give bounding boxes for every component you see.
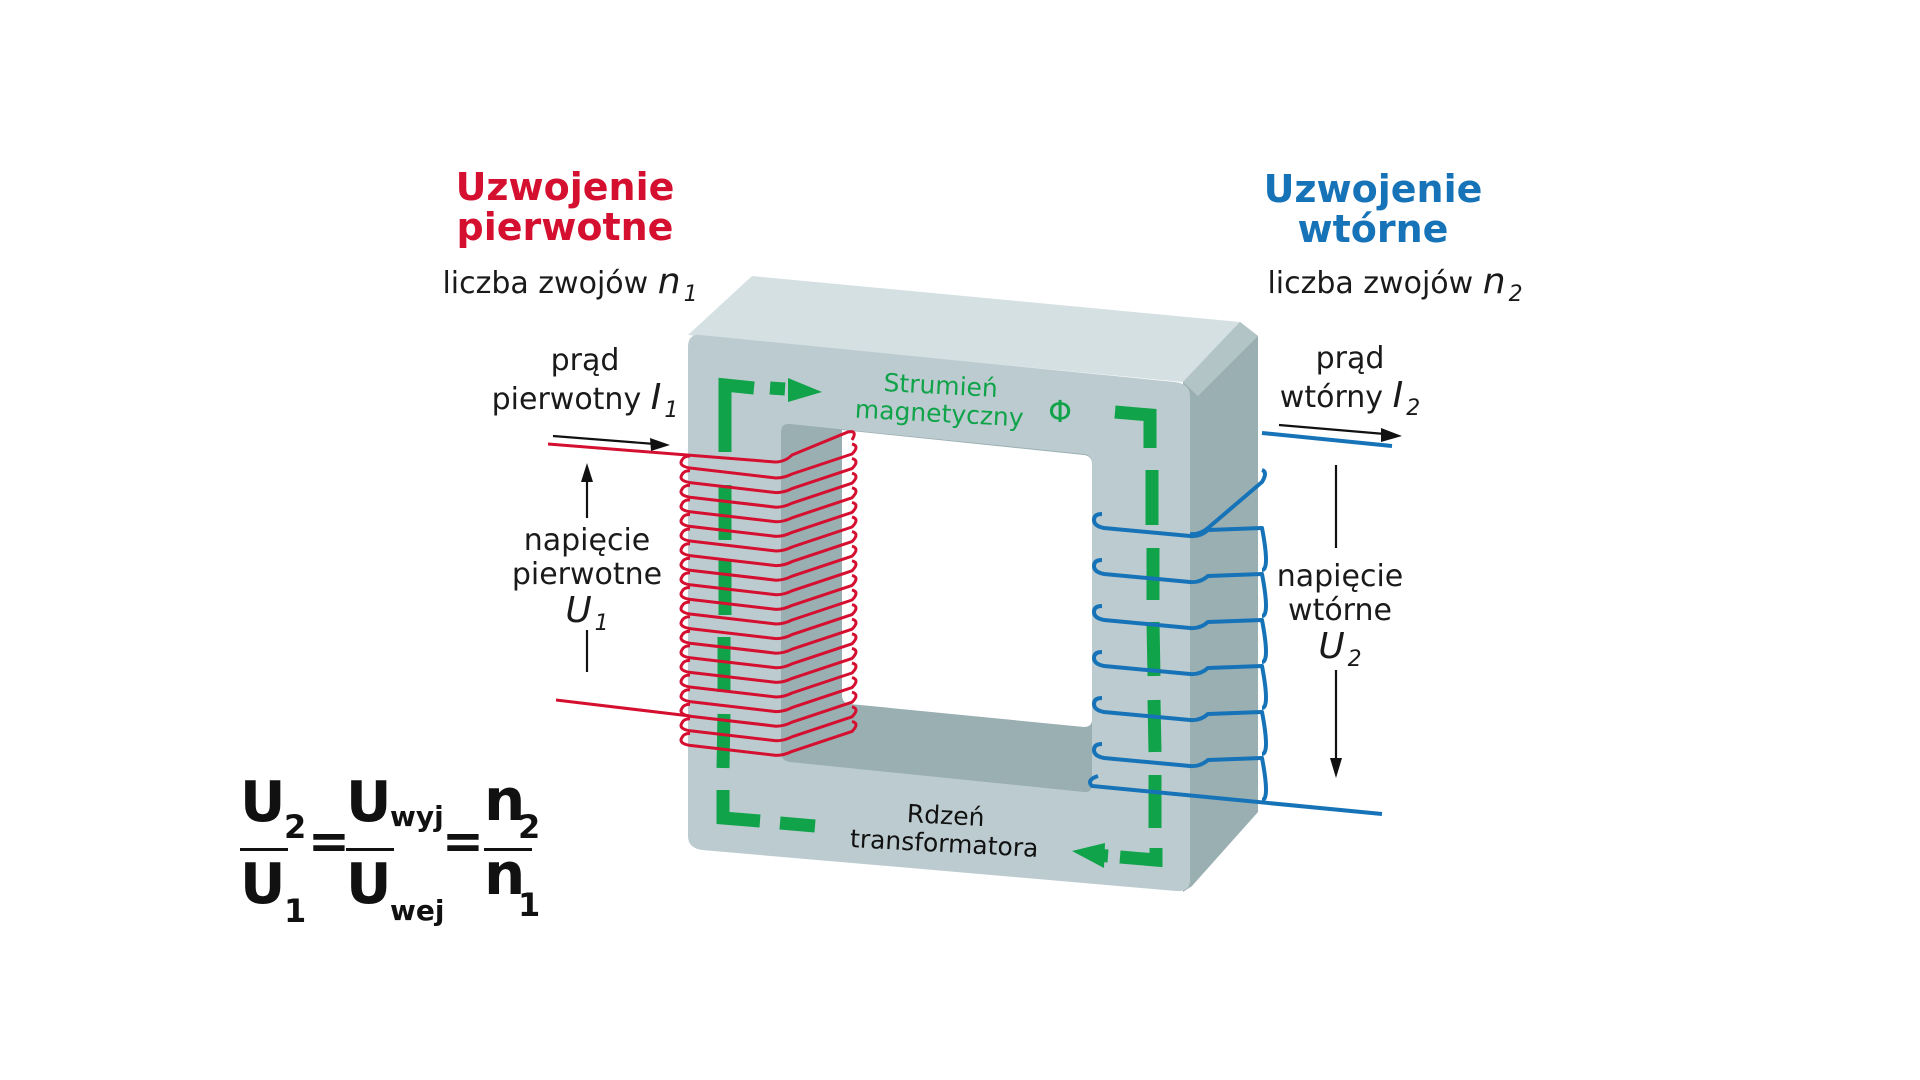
formula-fraction-bar-3 [484,848,532,851]
formula-u2-index: 2 [284,808,307,846]
flux-dash [1146,621,1161,677]
flux-dash [769,381,786,396]
formula-u1-index: 1 [284,892,307,930]
secondary-lead-out-bottom [1088,774,1383,816]
secondary-current-symbol: I [1392,374,1404,416]
core-label: Rdzeń transformatora [849,799,1040,863]
formula-fraction-bar-1 [240,848,288,851]
primary-title-line2: pierwotne [456,204,674,249]
primary-current-symbol: I [650,376,662,418]
formula-uwej-index: wej [390,894,445,927]
primary-coil-turn [679,500,858,538]
primary-coil-turn [679,719,858,757]
primary-coil-turn [679,676,858,714]
core-bevel [1183,322,1258,396]
primary-coil-turn [679,588,858,626]
primary-lead-in [547,430,856,464]
secondary-coil-turn [1092,742,1268,802]
formula-n2: n [484,766,526,834]
flux-dash [718,377,755,452]
primary-coil-turn [679,457,858,495]
primary-title-line1: Uzwojenie [455,165,675,209]
secondary-coil-turn [1092,512,1268,572]
flux-label: Strumień magnetyczny [854,368,1025,432]
secondary-coil-turn [1092,558,1268,618]
secondary-title-line2: wtórne [1297,206,1449,251]
primary-coil [547,430,858,757]
secondary-winding-title: Uzwojenie wtórne [1248,167,1498,251]
primary-turns-index: 1 [683,282,698,307]
primary-coil-turn [679,690,858,728]
formula-n1: n [484,840,526,908]
primary-coil-turn [679,617,858,655]
flux-symbol: Φ [1048,395,1072,430]
flux-dash [1119,848,1163,868]
formula-u2: U [240,770,286,835]
formula-fraction-bar-2 [346,848,394,851]
formula-u1: U [240,852,286,917]
secondary-coil-turn [1092,696,1268,756]
primary-coil-turn [679,442,858,480]
secondary-coil [1088,431,1393,816]
formula-n1-index: 1 [518,886,541,924]
secondary-voltage-symbol: U [1318,626,1345,668]
flux-dash [779,816,816,833]
primary-voltage-symbol: U [565,590,592,632]
formula-uwyj-index: wyj [390,800,444,833]
flux-arrow-right [788,378,822,402]
primary-coil-turn [679,573,858,611]
primary-coil-turn [679,705,858,743]
primary-coil-turn [679,661,858,699]
core-window-hole [842,430,1092,727]
primary-turns-symbol: n [657,261,681,302]
primary-coil-turn [679,515,858,553]
primary-coil-turn [679,632,858,670]
primary-coil-turn [679,544,858,582]
formula-n2-index: 2 [518,808,541,846]
formula-uwyj: U [346,770,392,835]
formula-equals-2: = [442,812,484,870]
flux-dash [1114,405,1157,448]
secondary-title-line1: Uzwojenie [1263,167,1483,211]
secondary-turns-symbol: n [1482,261,1506,302]
flux-dash [716,790,761,828]
formula-equals-1: = [308,812,350,870]
flux-dash [716,713,731,769]
primary-current-arrow [552,434,670,451]
secondary-lead-out-top [1261,431,1393,448]
core-top-face [688,276,1240,382]
secondary-coil-turn [1092,650,1268,710]
primary-coil-turn [679,530,858,568]
primary-coil-turn [679,559,858,597]
primary-voltage-arrow [581,463,593,672]
voltage-ratio-formula: U 2 U 1 = U wyj U wej = n 2 n 1 [236,766,556,940]
primary-coil-turn [679,486,858,524]
core-side-face [1183,322,1258,892]
primary-lead-out [555,698,691,718]
primary-coil-turn [679,603,858,641]
secondary-current-arrow [1278,423,1402,442]
formula-uwej: U [346,852,392,917]
secondary-coil-turn [1092,604,1268,664]
primary-winding-title: Uzwojenie pierwotne [440,165,690,249]
primary-coil-turn [679,646,858,684]
flux-dash [1147,699,1162,753]
secondary-voltage-arrow [1330,465,1342,778]
primary-coil-turn [679,471,858,509]
flux-arrow-left [1072,843,1105,868]
secondary-turns-index: 2 [1508,282,1523,307]
